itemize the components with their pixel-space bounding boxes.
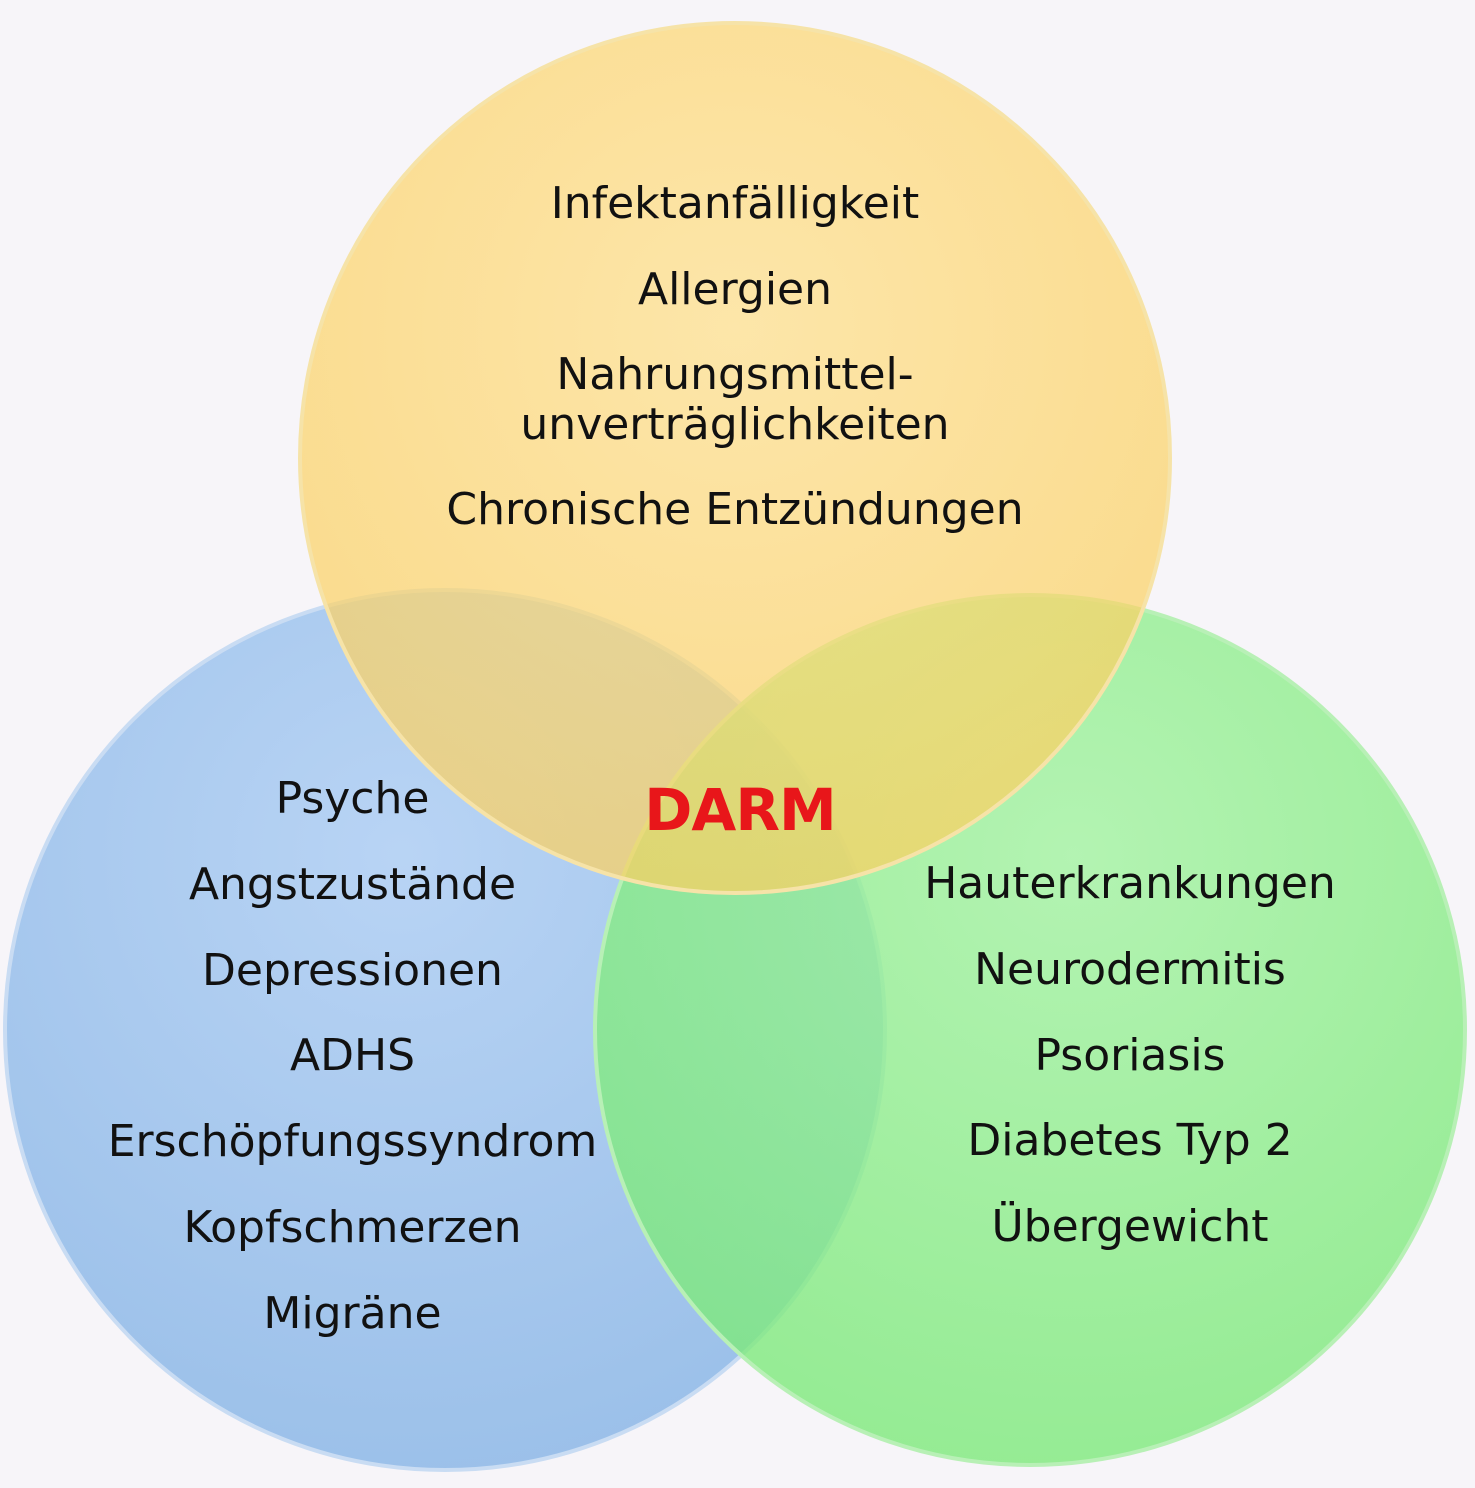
top-circle [298, 21, 1172, 895]
center-label-darm: DARM [644, 776, 836, 844]
left-circle-labels: Psyche Angstzustände Depressionen ADHS E… [80, 773, 625, 1374]
label-diabetes-typ-2: Diabetes Typ 2 [967, 1115, 1293, 1167]
label-hauterkrankungen: Hauterkrankungen [924, 858, 1336, 909]
top-circle-labels: Infektanfälligkeit Allergien Nahrungsmit… [365, 178, 1105, 570]
label-infektanfaelligkeit: Infektanfälligkeit [550, 178, 920, 229]
label-kopfschmerzen: Kopfschmerzen [183, 1201, 522, 1253]
label-depressionen: Depressionen [202, 944, 503, 996]
label-neurodermitis: Neurodermitis [974, 943, 1286, 995]
label-psyche: Psyche [275, 773, 430, 824]
label-chronische-entzuendungen: Chronische Entzündungen [446, 483, 1024, 535]
label-migraene: Migräne [263, 1287, 442, 1339]
label-allergien: Allergien [637, 263, 833, 315]
label-nahrungsmittelunvertraeglichkeiten: Nahrungsmittel- unverträglichkeiten [520, 348, 950, 451]
label-angstzustaende: Angstzustände [188, 858, 517, 910]
label-erschoepfungssyndrom: Erschöpfungssyndrom [107, 1116, 598, 1168]
label-psoriasis: Psoriasis [1034, 1029, 1226, 1081]
label-uebergewicht: Übergewicht [991, 1201, 1269, 1253]
right-circle-labels: Hauterkrankungen Neurodermitis Psoriasis… [880, 858, 1380, 1287]
label-adhs: ADHS [290, 1030, 415, 1082]
